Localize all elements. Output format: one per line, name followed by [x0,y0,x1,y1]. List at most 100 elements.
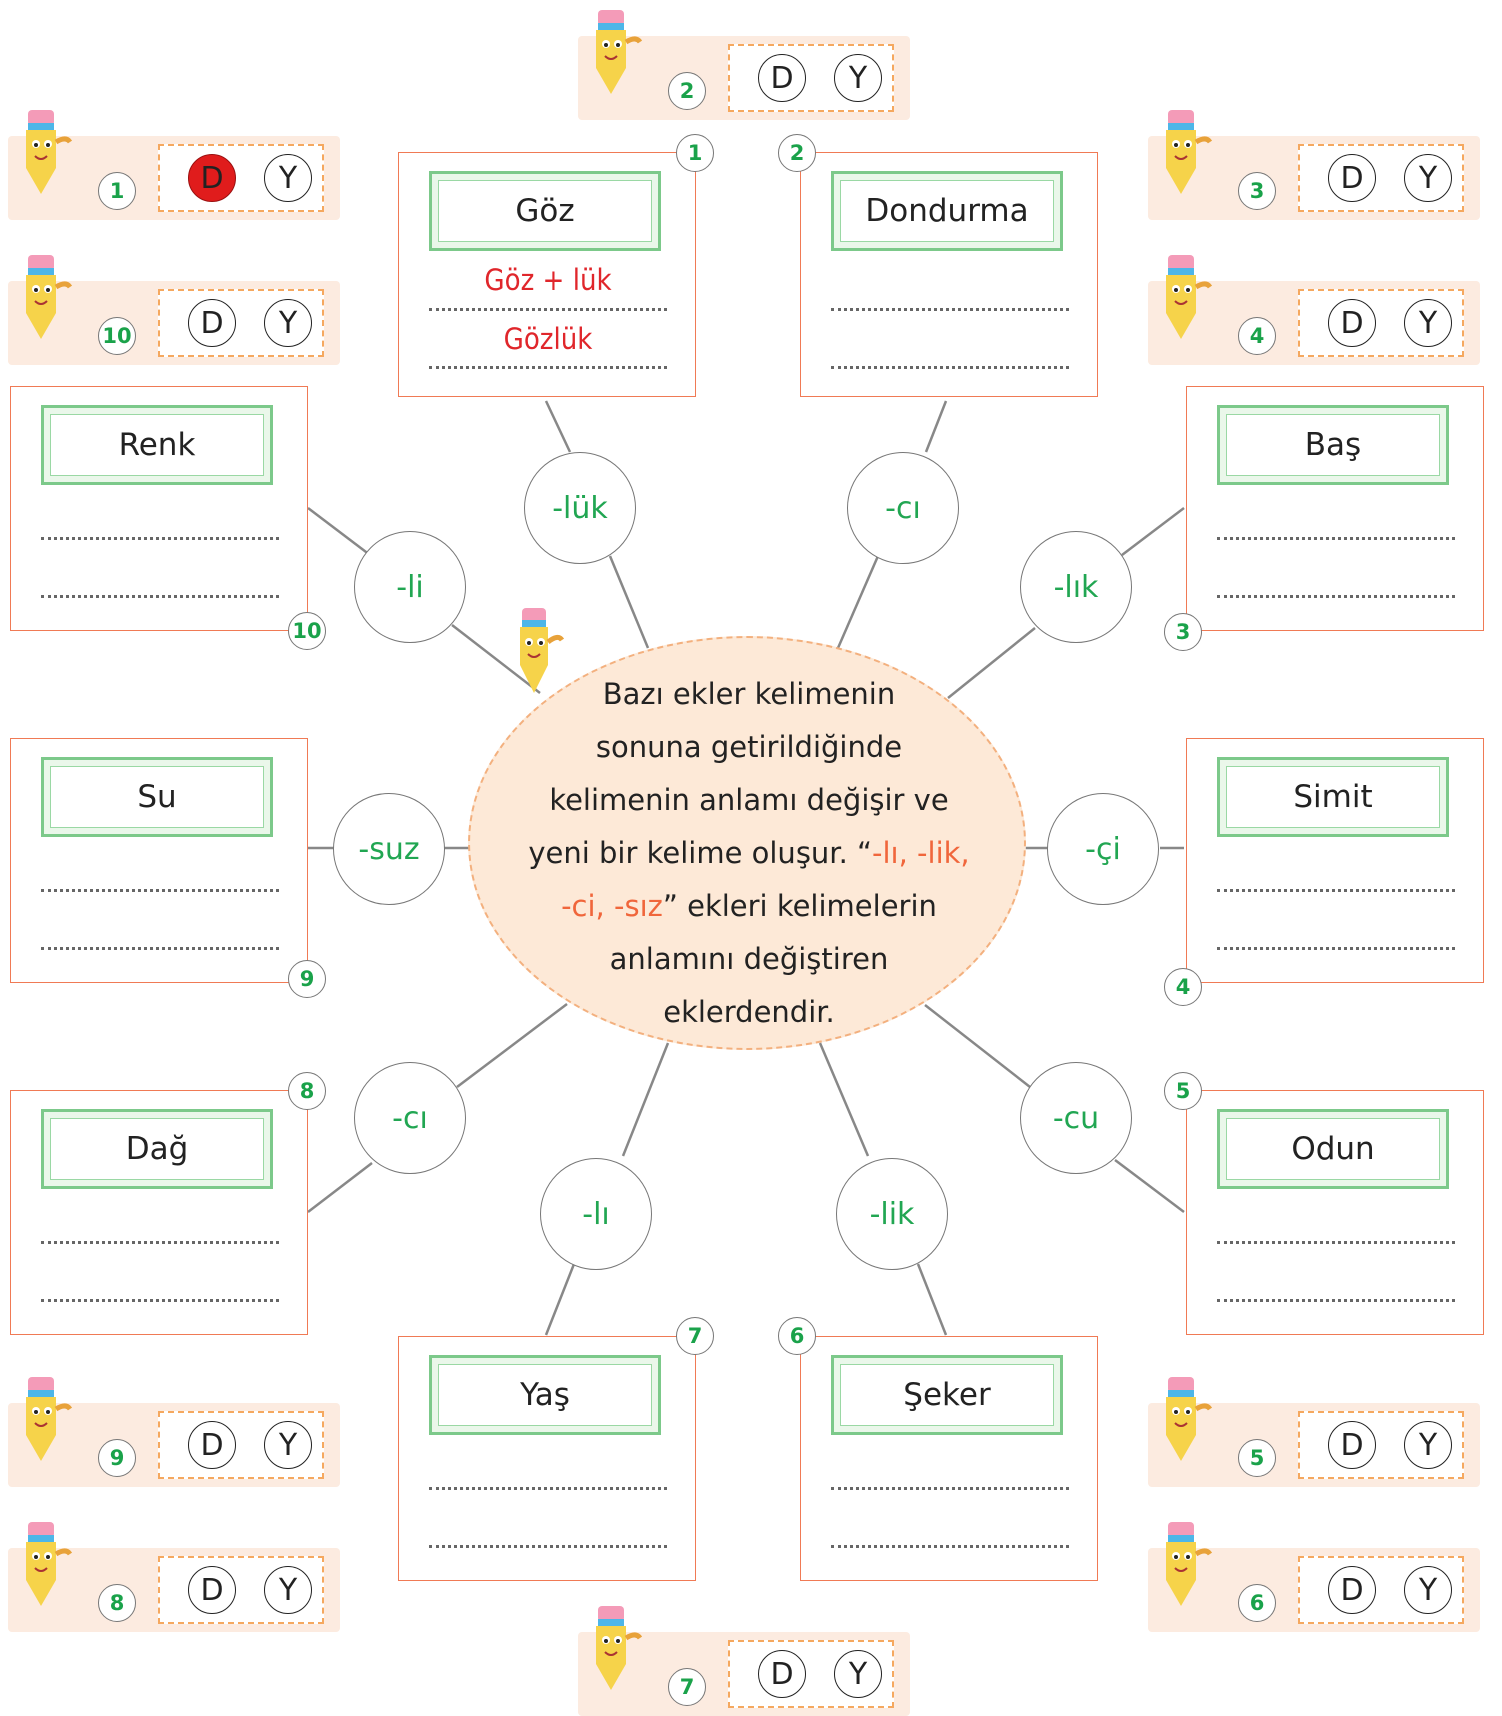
word-label: Dondurma [831,171,1063,251]
word-card-3: Baş [1186,386,1484,631]
word-label-text: Yaş [438,1364,652,1426]
word-card-8: Dağ [10,1090,308,1335]
word-label-text: Simit [1226,766,1440,828]
pencil-mascot-icon [8,251,78,351]
option-group: D Y [728,1640,894,1708]
suffix-circle-4: -çi [1047,793,1159,905]
option-d[interactable]: D [1328,1421,1376,1469]
answer-line[interactable] [831,1545,1069,1548]
pencil-mascot-icon [1148,251,1218,351]
option-d[interactable]: D [188,299,236,347]
pencil-mascot-icon [1148,1518,1218,1618]
answer-line[interactable] [1217,595,1455,598]
word-label: Simit [1217,757,1449,837]
option-group: D Y [1298,289,1464,357]
option-y[interactable]: Y [834,1650,882,1698]
word-card-6: Şeker [800,1336,1098,1581]
answer-text: Göz + lük [484,263,612,297]
card-number: 4 [1164,968,1202,1006]
option-d[interactable]: D [188,1421,236,1469]
suffix-circle-9: -suz [333,793,445,905]
answer-line[interactable] [429,1487,667,1490]
option-group: D Y [158,1411,324,1479]
info-text: Bazı ekler kelimenin sonuna getirildiğin… [528,677,970,1029]
answer-box-4: D Y 4 [1148,281,1480,365]
answer-line[interactable] [429,308,667,311]
pencil-mascot-icon [520,608,565,693]
word-label: Yaş [429,1355,661,1435]
answer-line[interactable] [831,308,1069,311]
answer-box-9: D Y 9 [8,1403,340,1487]
answer-line[interactable] [1217,947,1455,950]
pencil-mascot-icon [1148,106,1218,206]
option-y[interactable]: Y [264,1566,312,1614]
answer-box-number: 10 [98,317,136,355]
option-y[interactable]: Y [834,54,882,102]
answer-line[interactable] [429,366,667,369]
option-d-selected[interactable]: D [188,154,236,202]
answer-box-3: D Y 3 [1148,136,1480,220]
word-card-4: Simit [1186,738,1484,983]
word-label: Göz [429,171,661,251]
word-card-9: Su [10,738,308,983]
answer-box-2: D Y 2 [578,36,910,120]
word-label-text: Odun [1226,1118,1440,1180]
suffix-circle-6: -lik [836,1158,948,1270]
pencil-mascot-icon [1148,1373,1218,1473]
option-y[interactable]: Y [1404,154,1452,202]
word-card-2: Dondurma [800,152,1098,397]
answer-line[interactable] [41,595,279,598]
answer-line[interactable] [1217,1299,1455,1302]
answer-line[interactable] [1217,1241,1455,1244]
answer-box-number: 8 [98,1584,136,1622]
answer-line[interactable] [41,947,279,950]
word-label-text: Dağ [50,1118,264,1180]
answer-line[interactable] [831,1487,1069,1490]
pencil-mascot-icon [8,1373,78,1473]
option-y[interactable]: Y [1404,1421,1452,1469]
option-y[interactable]: Y [1404,1566,1452,1614]
answer-line[interactable] [831,366,1069,369]
info-bubble: Bazı ekler kelimenin sonuna getirildiğin… [468,636,1026,1050]
word-card-5: Odun [1186,1090,1484,1335]
suffix-circle-3: -lık [1020,531,1132,643]
word-label-text: Göz [438,180,652,242]
card-number: 8 [288,1072,326,1110]
suffix-circle-5: -cu [1020,1062,1132,1174]
card-number: 2 [778,134,816,172]
suffix-circle-10: -li [354,531,466,643]
option-d[interactable]: D [758,1650,806,1698]
option-y[interactable]: Y [264,154,312,202]
answer-line[interactable] [429,1545,667,1548]
option-d[interactable]: D [1328,299,1376,347]
word-label-text: Dondurma [840,180,1054,242]
option-group: D Y [1298,144,1464,212]
option-d[interactable]: D [1328,154,1376,202]
option-d[interactable]: D [188,1566,236,1614]
option-group: D Y [1298,1411,1464,1479]
answer-box-5: D Y 5 [1148,1403,1480,1487]
word-label-text: Baş [1226,414,1440,476]
answer-line[interactable] [41,1241,279,1244]
word-card-1: Göz Göz + lük Gözlük [398,152,696,397]
answer-line[interactable] [1217,889,1455,892]
answer-box-number: 6 [1238,1584,1276,1622]
answer-line[interactable] [41,889,279,892]
answer-line[interactable] [1217,537,1455,540]
word-card-7: Yaş [398,1336,696,1581]
option-group: D Y [158,144,324,212]
answer-line[interactable] [41,1299,279,1302]
option-y[interactable]: Y [264,1421,312,1469]
option-d[interactable]: D [758,54,806,102]
card-number: 6 [778,1317,816,1355]
option-y[interactable]: Y [1404,299,1452,347]
option-d[interactable]: D [1328,1566,1376,1614]
word-card-10: Renk [10,386,308,631]
suffix-circle-2: -cı [847,452,959,564]
answer-box-7: D Y 7 [578,1632,910,1716]
option-y[interactable]: Y [264,299,312,347]
answer-line[interactable] [41,537,279,540]
option-group: D Y [158,289,324,357]
answer-box-number: 5 [1238,1439,1276,1477]
word-label: Renk [41,405,273,485]
